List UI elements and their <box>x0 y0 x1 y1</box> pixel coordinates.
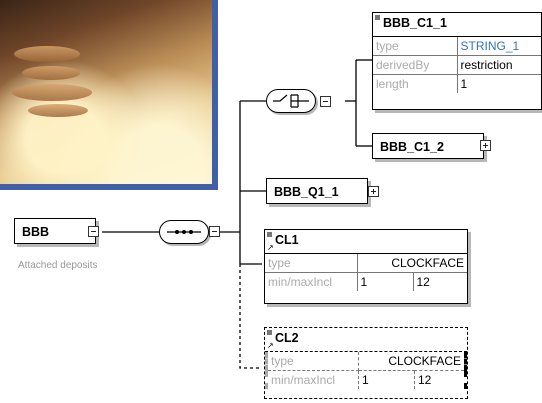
element-marker-icon <box>375 15 380 20</box>
reference-arrow-icon: ↗ <box>267 244 274 252</box>
facet-key: derivedBy <box>373 56 457 75</box>
facet-key: length <box>373 75 457 94</box>
element-label: BBB_C1_2 <box>380 134 444 160</box>
facet-key: type <box>267 352 359 371</box>
root-element-label: BBB <box>22 219 49 245</box>
facet-min: 1 <box>359 371 415 390</box>
element-title: BBB_C1_1 <box>383 16 447 30</box>
choice-icon <box>266 89 316 113</box>
element-bbb-c1-1[interactable]: BBB_C1_1 type STRING_1 derivedBy restric… <box>372 12 542 110</box>
facet-value: CLOCKFACE <box>357 254 467 273</box>
element-cl2-optional[interactable]: ↗ CL2 type CLOCKFACE min/maxIncl 1 12 <box>264 327 468 399</box>
facet-value: CLOCKFACE <box>359 352 466 371</box>
choice-compositor[interactable] <box>266 89 316 113</box>
root-annotation: Attached deposits <box>18 260 98 271</box>
facet-value: restriction <box>457 56 541 75</box>
sequence-icon <box>159 220 209 244</box>
facet-value[interactable]: STRING_1 <box>457 37 541 56</box>
root-element-bbb[interactable]: BBB <box>14 218 96 244</box>
collapse-toggle-icon[interactable] <box>209 226 220 237</box>
sequence-compositor[interactable] <box>159 220 209 244</box>
facet-max: 12 <box>413 273 467 292</box>
element-marker-icon <box>267 232 272 237</box>
element-bbb-q1-1[interactable]: BBB_Q1_1 <box>266 178 368 204</box>
expand-toggle-icon[interactable] <box>368 186 379 197</box>
facet-value: 1 <box>457 75 541 94</box>
element-label: BBB_Q1_1 <box>274 179 339 205</box>
collapse-toggle-icon[interactable] <box>88 226 99 237</box>
element-bbb-c1-2[interactable]: BBB_C1_2 <box>372 133 484 159</box>
facet-key: min/maxIncl <box>265 273 357 292</box>
element-marker-icon <box>267 330 272 335</box>
facet-key: min/maxIncl <box>267 371 359 390</box>
facet-key: type <box>265 254 357 273</box>
element-title: CL1 <box>275 233 299 247</box>
element-cl1[interactable]: ↗ CL1 type CLOCKFACE min/maxIncl 1 12 <box>264 229 468 304</box>
collapse-toggle-icon[interactable] <box>320 96 331 107</box>
reference-arrow-icon: ↗ <box>267 342 274 350</box>
expand-toggle-icon[interactable] <box>480 140 491 151</box>
facet-key: type <box>373 37 457 56</box>
facet-min: 1 <box>357 273 413 292</box>
facet-max: 12 <box>415 371 466 390</box>
element-title: CL2 <box>275 331 299 345</box>
